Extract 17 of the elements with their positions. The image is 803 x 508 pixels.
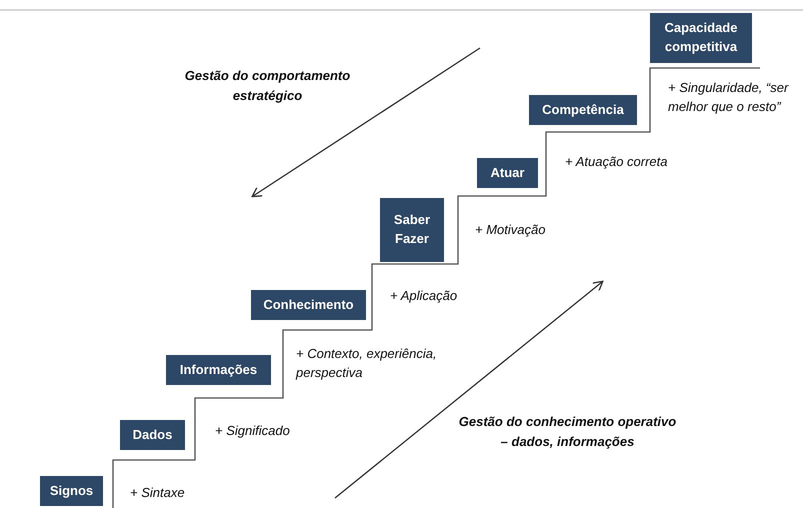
step-annotation: + Motivação xyxy=(475,221,546,239)
step-box: Competência xyxy=(529,95,637,125)
step-box: Informações xyxy=(166,355,271,385)
step-box: Conhecimento xyxy=(251,290,366,320)
step-annotation: + Singularidade, “ser melhor que o resto” xyxy=(668,79,790,116)
step-annotation: + Aplicação xyxy=(390,287,458,305)
step-box: Capacidade competitiva xyxy=(650,13,752,63)
axis-caption: Gestão do comportamento estratégico xyxy=(184,67,352,105)
step-box: Atuar xyxy=(477,158,538,188)
step-annotation: + Significado xyxy=(215,422,291,440)
axis-caption: Gestão do conhecimento operativo – dados, informações xyxy=(458,413,678,451)
step-box: Dados xyxy=(120,420,185,450)
step-annotation: + Atuação correta xyxy=(565,153,668,171)
step-box: Signos xyxy=(40,476,103,506)
step-annotation: + Sintaxe xyxy=(130,484,186,502)
step-annotation: + Contexto, experiência, perspectiva xyxy=(296,345,438,382)
step-box: Saber Fazer xyxy=(380,198,444,262)
